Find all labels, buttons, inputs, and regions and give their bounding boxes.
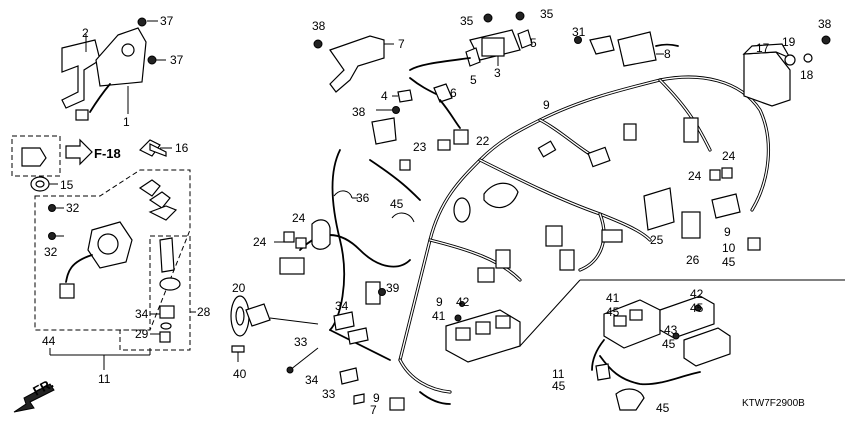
callout-3: 3 [494, 66, 501, 80]
callout-27: 29 [135, 327, 149, 341]
callout-23-left-bottom: 24 [253, 235, 267, 249]
grommet-part [30, 176, 58, 192]
callout-8: 8 [664, 47, 671, 61]
connector-part-8 [574, 31, 679, 67]
callout-34-left: 35 [460, 14, 474, 28]
callout-16: 16 [175, 141, 189, 155]
callout-36-bottom: 37 [170, 53, 184, 67]
callout-1: 1 [123, 115, 130, 129]
callout-41-fusebox: 42 [456, 295, 470, 309]
callout-23-left-top: 24 [292, 211, 306, 225]
key-cylinder-assembly [119, 235, 196, 351]
resistor-part-10 [747, 237, 761, 251]
callout-32-top: 33 [294, 335, 308, 349]
diagram-reference-code: KTW7F2900B [742, 398, 805, 409]
callout-45-inset-lower: 45 [662, 337, 676, 351]
callout-41-inset: 42 [690, 287, 704, 301]
callout-40-inset: 41 [606, 291, 620, 305]
relay-part-21-22 [437, 129, 469, 151]
main-wire-harness [299, 75, 770, 394]
cap-part-6 [409, 77, 461, 129]
callout-42-inset: 43 [664, 323, 678, 337]
ignition-switch-assembly [34, 169, 191, 331]
callout-45-inset-left: 45 [552, 379, 566, 393]
callout-31: 36 [356, 191, 370, 205]
grommet-part-11 [389, 391, 451, 411]
callout-40-fusebox: 41 [432, 309, 446, 323]
callout-39: 40 [233, 367, 247, 381]
callout-7: 7 [398, 37, 405, 51]
callout-9-bottom: 9 [373, 391, 380, 405]
callout-28-top: 32 [66, 201, 80, 215]
callout-45-inset-top: 45 [606, 305, 620, 319]
bolt-part-38 [378, 288, 386, 296]
callout-38: 39 [386, 281, 400, 295]
callout-33-bottom: 34 [305, 373, 319, 387]
callout-37-mid: 38 [352, 105, 366, 119]
callout-45-right: 45 [722, 255, 736, 269]
key-part [138, 139, 172, 157]
callout-10: 10 [722, 241, 736, 255]
relay-part-25 [681, 211, 701, 239]
callout-30: 34 [135, 307, 149, 321]
callout-36-top: 37 [160, 14, 174, 28]
bracket-part-7 [313, 35, 394, 93]
relay-parts-right-23 [709, 167, 741, 219]
control-module-24 [643, 187, 675, 231]
clamp-parts-31-44 [333, 190, 415, 223]
callout-17: 17 [756, 41, 770, 55]
callout-37-top: 38 [312, 19, 326, 33]
callout-5-right: 5 [530, 36, 537, 50]
group-bracket-13 [49, 348, 151, 370]
callout-43: 44 [42, 334, 56, 348]
callout-15: 15 [60, 178, 74, 192]
callout-34-right: 35 [540, 7, 554, 21]
callout-23-right-bottom: 24 [688, 169, 702, 183]
cover-part-17 [742, 35, 831, 107]
callout-6: 6 [450, 86, 457, 100]
fuse-box-detail-inset [519, 279, 845, 411]
callout-35: 38 [818, 17, 832, 31]
callout-13: 11 [98, 372, 111, 386]
fuse-box-center [445, 301, 521, 363]
horn-part-20 [230, 295, 319, 362]
callout-4: 4 [381, 89, 388, 103]
callout-21: 22 [476, 134, 490, 148]
callout-11-bottom: 7 [370, 403, 377, 417]
callout-25: 26 [686, 253, 700, 267]
callout-28-bottom: 32 [44, 245, 58, 259]
callout-9-right: 9 [724, 225, 731, 239]
callout-9-fusebox: 9 [436, 295, 443, 309]
section-ref-label: F-18 [94, 146, 121, 161]
callout-2: 2 [82, 26, 89, 40]
callout-labels: 2 37 37 1 16 15 32 32 28 34 29 44 11 38 … [42, 7, 832, 417]
callout-24: 25 [650, 233, 664, 247]
callout-19: 19 [782, 35, 796, 49]
callout-29: 31 [572, 25, 586, 39]
relay-parts-left-23 [274, 231, 307, 275]
callout-32-bottom: 33 [322, 387, 336, 401]
clamp-parts-32-33 [286, 311, 369, 405]
callout-45-inset-bottom: 45 [656, 401, 670, 415]
callout-22: 23 [413, 140, 427, 154]
ignition-coil-part-3 [409, 11, 533, 71]
callout-26: 28 [197, 305, 211, 319]
callout-9-top: 9 [543, 98, 550, 112]
callout-33-top: 34 [335, 299, 349, 313]
callout-20: 20 [232, 281, 246, 295]
clip-part-4 [376, 89, 413, 114]
front-direction-arrow: FR. [13, 376, 56, 413]
callout-45-inset-mid: 45 [690, 301, 704, 315]
callout-23-right-top: 24 [722, 149, 736, 163]
section-reference: F-18 [11, 135, 121, 177]
callout-44: 45 [390, 197, 404, 211]
callout-5-left: 5 [470, 73, 477, 87]
relay-bracket-assembly [61, 17, 166, 121]
callout-11-inset: 11 [552, 367, 565, 381]
callout-18: 18 [800, 68, 814, 82]
